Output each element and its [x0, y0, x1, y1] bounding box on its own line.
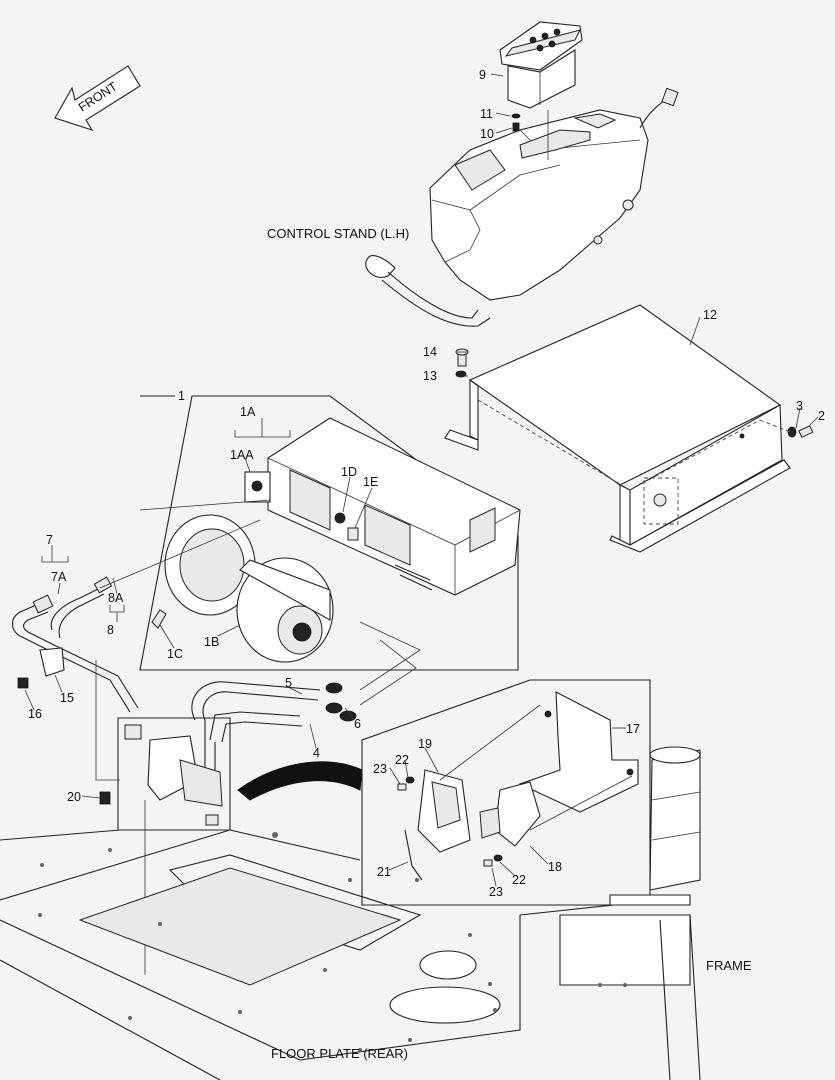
frame-holes	[38, 832, 627, 1052]
control-stand	[365, 21, 679, 327]
part-label-17: 17	[626, 722, 640, 736]
part-label-22b: 22	[512, 873, 526, 887]
leader-lines	[24, 73, 819, 887]
bracket-12	[444, 304, 814, 553]
heater-unit-box	[139, 395, 521, 671]
part-label-1: 1	[178, 389, 185, 403]
part-label-20: 20	[67, 790, 81, 804]
part-label-1AA: 1AA	[230, 448, 254, 462]
part-label-12: 12	[703, 308, 717, 322]
part-label-15: 15	[60, 691, 74, 705]
part-label-9: 9	[479, 68, 486, 82]
part-label-3: 3	[796, 399, 803, 413]
part-label-1E: 1E	[363, 475, 378, 489]
part-label-23b: 23	[489, 885, 503, 899]
part-label-13: 13	[423, 369, 437, 383]
part-label-14: 14	[423, 345, 437, 359]
part-label-8: 8	[107, 623, 114, 637]
part-label-18: 18	[548, 860, 562, 874]
part-label-10: 10	[480, 127, 494, 141]
part-label-5: 5	[285, 676, 292, 690]
part-label-1C: 1C	[167, 647, 183, 661]
part-label-11: 11	[480, 107, 493, 121]
part-number-labels: 9 11 10 12 14 13 3 2 1 1A 1AA 1D 1E 7 7A…	[28, 68, 825, 899]
part-label-22a: 22	[395, 753, 409, 767]
zoom-arrow	[237, 761, 363, 801]
part-label-4: 4	[313, 746, 320, 760]
water-valve-box-small	[99, 717, 231, 975]
hoses	[11, 499, 421, 790]
part-label-2: 2	[818, 409, 825, 423]
caption-frame: FRAME	[706, 958, 752, 973]
part-label-1B: 1B	[204, 635, 219, 649]
part-label-7: 7	[46, 533, 53, 547]
detail-box	[361, 679, 651, 906]
part-label-7A: 7A	[51, 570, 67, 584]
part-label-21: 21	[377, 865, 391, 879]
floor-plate	[0, 746, 701, 1080]
part-label-23a: 23	[373, 762, 387, 776]
part-label-1A: 1A	[240, 405, 256, 419]
part-label-8A: 8A	[108, 591, 124, 605]
part-label-19: 19	[418, 737, 432, 751]
part-label-6: 6	[354, 717, 361, 731]
caption-floor-plate: FLOOR PLATE (REAR)	[271, 1046, 408, 1061]
front-arrow: FRONT	[54, 65, 141, 131]
caption-control-stand: CONTROL STAND (L.H)	[267, 226, 409, 241]
part-label-1D: 1D	[341, 465, 357, 479]
part-label-16: 16	[28, 707, 42, 721]
